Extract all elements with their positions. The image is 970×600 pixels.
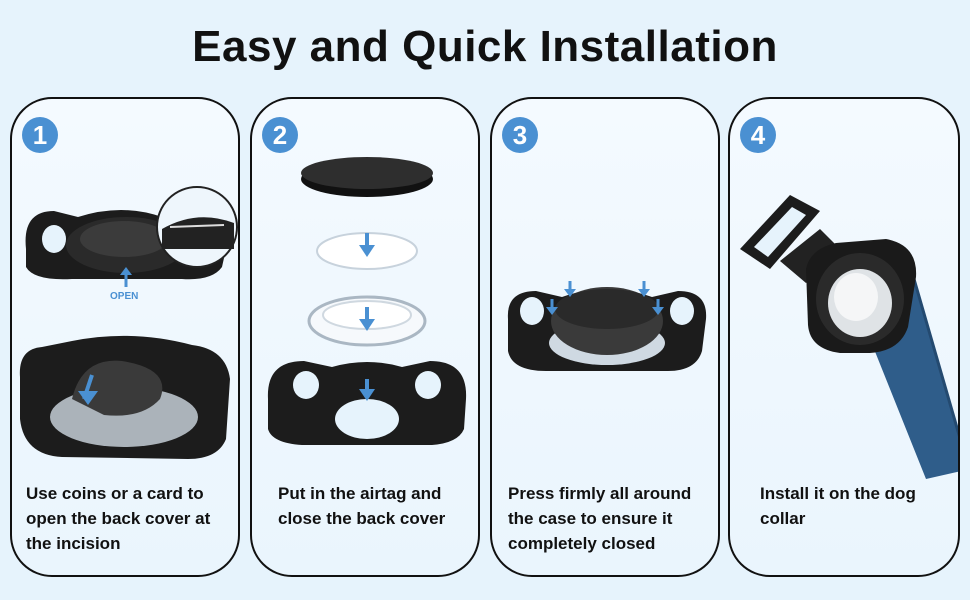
- step-3-illustration: [507, 281, 707, 371]
- step-caption: Install it on the dog collar: [760, 484, 916, 528]
- step-number-badge: 1: [22, 117, 58, 153]
- step-1-illustration: OPEN: [19, 186, 238, 459]
- step-4-illustration: [740, 195, 958, 479]
- step-caption: Put in the airtag and close the back cov…: [278, 484, 446, 528]
- step-card-3: 3 Press firmly all around the case to en…: [490, 97, 720, 577]
- step-caption: Press firmly all around the case to ensu…: [508, 484, 692, 553]
- step-card-1: 1 OPEN Use coins or a card to open the b…: [10, 97, 240, 577]
- step-card-4: 4 Install it on the dog collar: [728, 97, 960, 577]
- open-label: OPEN: [110, 291, 138, 302]
- step-2-illustration: [267, 157, 467, 445]
- step-number-badge: 2: [262, 117, 298, 153]
- page-title: Easy and Quick Installation: [192, 22, 778, 71]
- step-card-2: 2 Put in the airtag and close the back c…: [250, 97, 480, 577]
- step-number-badge: 4: [740, 117, 776, 153]
- step-caption: Use coins or a card to open the back cov…: [26, 484, 211, 553]
- step-number-badge: 3: [502, 117, 538, 153]
